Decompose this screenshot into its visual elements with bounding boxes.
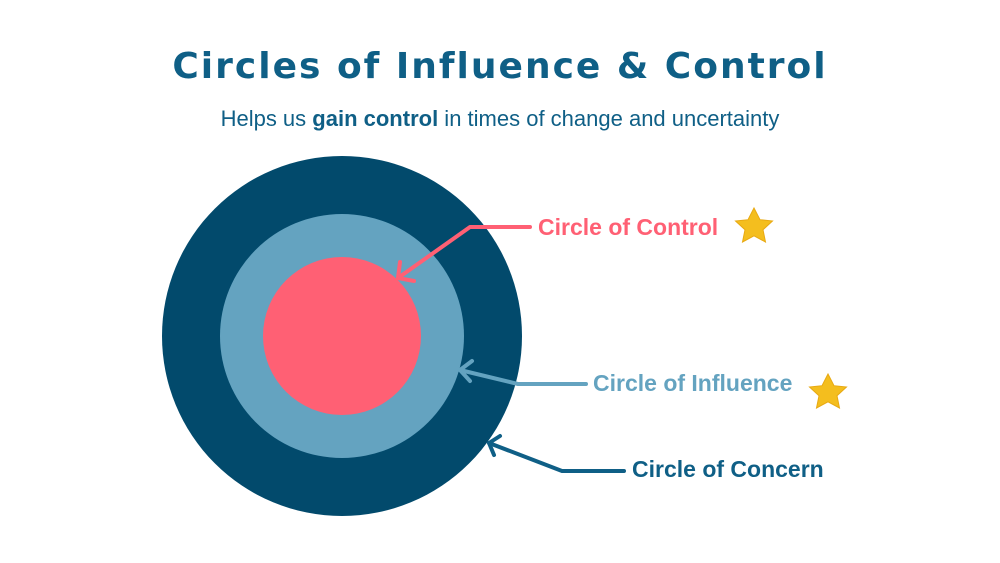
arrow-control <box>396 225 532 283</box>
subtitle-emphasis: gain control <box>312 106 439 131</box>
page-title: Circles of Influence & Control <box>172 46 828 87</box>
label-circle-of-control: Circle of Control <box>538 214 719 240</box>
label-circle-of-influence: Circle of Influence <box>593 370 793 396</box>
arrow-influence <box>458 359 588 386</box>
page-subtitle: Helps us gain control in times of change… <box>0 106 1000 132</box>
label-circle-of-concern: Circle of Concern <box>632 456 824 482</box>
star-icon <box>808 372 848 409</box>
arrow-concern <box>487 434 626 473</box>
subtitle-text: Helps us <box>220 106 313 131</box>
circle-of-control <box>263 257 421 415</box>
subtitle-text: in times of change and uncertainty <box>438 106 780 131</box>
star-icon <box>734 206 774 243</box>
